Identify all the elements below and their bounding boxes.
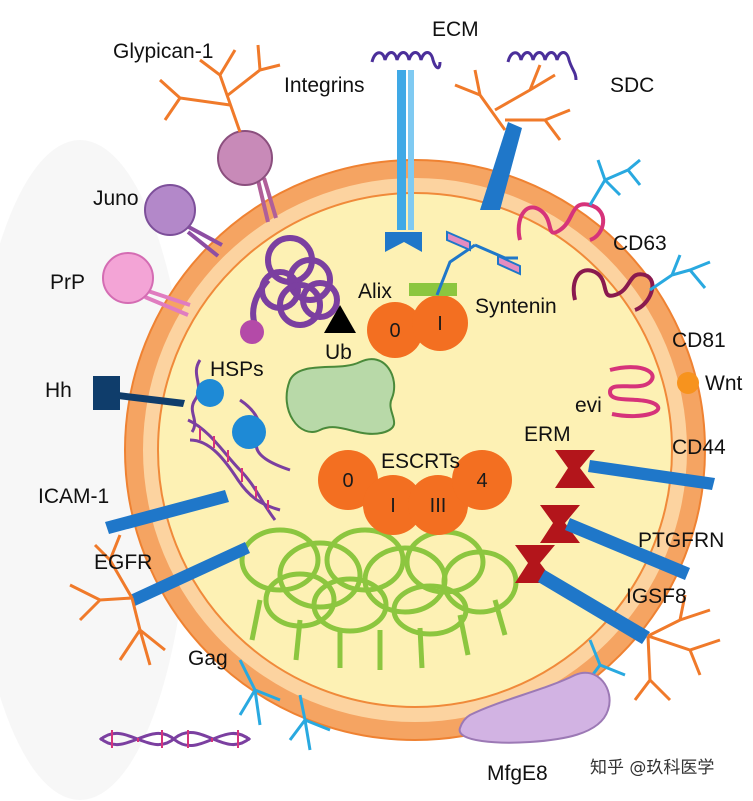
mfge8-protein bbox=[458, 671, 611, 744]
igsf8-rod bbox=[538, 570, 650, 644]
wnt-ligand bbox=[677, 372, 699, 394]
alix-0 bbox=[367, 302, 423, 358]
cd81-loops bbox=[571, 268, 655, 312]
ptgfrn-rod bbox=[565, 518, 690, 580]
alix-domain-I: I bbox=[437, 313, 443, 335]
syntenin-pdz-2 bbox=[497, 254, 521, 276]
label-prp: PrP bbox=[50, 271, 85, 294]
cd44-rod bbox=[588, 460, 715, 490]
label-hsps: HSPs bbox=[210, 358, 264, 381]
evi-loops bbox=[607, 365, 661, 419]
label-cd63: CD63 bbox=[613, 232, 667, 255]
membrane-outline bbox=[124, 159, 706, 741]
juno-protein bbox=[144, 184, 223, 258]
label-juno: Juno bbox=[93, 187, 139, 210]
watermark: 知乎 @玖科医学 bbox=[590, 758, 714, 778]
hsp-bead-2 bbox=[232, 415, 266, 449]
alix-domain-0: 0 bbox=[389, 320, 400, 342]
label-gag: Gag bbox=[188, 647, 228, 670]
label-syntenin: Syntenin bbox=[475, 295, 557, 318]
escrt-domain-III: III bbox=[430, 495, 447, 517]
tetraspanins bbox=[516, 202, 661, 419]
icam-rod bbox=[105, 490, 229, 534]
label-cd44: CD44 bbox=[672, 436, 726, 459]
lipid-loops bbox=[239, 527, 519, 670]
dna-helix-outer bbox=[99, 730, 251, 748]
sdc-syntenin bbox=[435, 122, 522, 296]
blue-glycans bbox=[238, 158, 711, 751]
prp-protein bbox=[102, 252, 191, 317]
membrane-edge bbox=[157, 192, 673, 708]
label-escrts: ESCRTs bbox=[381, 450, 460, 473]
label-integrins: Integrins bbox=[284, 74, 365, 97]
glypican-protein bbox=[217, 130, 278, 223]
alix-complex: 0 I bbox=[367, 283, 468, 358]
hh-ligand bbox=[93, 376, 185, 410]
label-ptgfrn: PTGFRN bbox=[638, 529, 724, 552]
label-hh: Hh bbox=[45, 379, 72, 402]
escrt-III bbox=[408, 475, 468, 535]
label-cd81: CD81 bbox=[672, 329, 726, 352]
escrt-0 bbox=[318, 450, 378, 510]
integrin-anchor bbox=[385, 232, 422, 252]
hsp-bead-1 bbox=[196, 379, 224, 407]
label-mfge8: MfgE8 bbox=[487, 762, 548, 785]
label-sdc: SDC bbox=[610, 74, 654, 97]
label-erm: ERM bbox=[524, 423, 571, 446]
syntenin-pdz-1 bbox=[446, 230, 471, 252]
integrins bbox=[385, 70, 422, 252]
label-ub: Ub bbox=[325, 341, 352, 364]
label-icam: ICAM-1 bbox=[38, 485, 109, 508]
escrt-domain-0: 0 bbox=[342, 470, 353, 492]
lipid-droplet bbox=[285, 358, 396, 435]
escrt-4 bbox=[452, 450, 512, 510]
label-evi: evi bbox=[575, 394, 602, 417]
orange-glycans bbox=[69, 44, 721, 702]
transmembrane-rods bbox=[105, 460, 715, 644]
ubiquitin-chain bbox=[250, 235, 340, 328]
ub-triangle-icon bbox=[324, 305, 356, 333]
dna-helix-inner bbox=[187, 418, 281, 521]
label-glypican: Glypican-1 bbox=[113, 40, 213, 63]
label-alix: Alix bbox=[358, 280, 392, 303]
egfr-rod bbox=[130, 542, 250, 606]
cd63-loops bbox=[516, 202, 606, 242]
alix-bar bbox=[409, 283, 457, 296]
alix-I bbox=[412, 295, 468, 351]
escrt-domain-4: 4 bbox=[476, 470, 487, 492]
escrt-domain-I: I bbox=[390, 495, 396, 517]
label-igsf8: IGSF8 bbox=[626, 585, 687, 608]
escrt-I bbox=[363, 475, 423, 535]
escrt-complex: 0 I III 4 bbox=[318, 450, 512, 535]
label-wnt: Wnt bbox=[705, 372, 743, 395]
label-egfr: EGFR bbox=[94, 551, 152, 574]
label-ecm: ECM bbox=[432, 18, 479, 41]
ecm-strands bbox=[370, 51, 578, 81]
ubiquitin-bead bbox=[240, 320, 264, 344]
